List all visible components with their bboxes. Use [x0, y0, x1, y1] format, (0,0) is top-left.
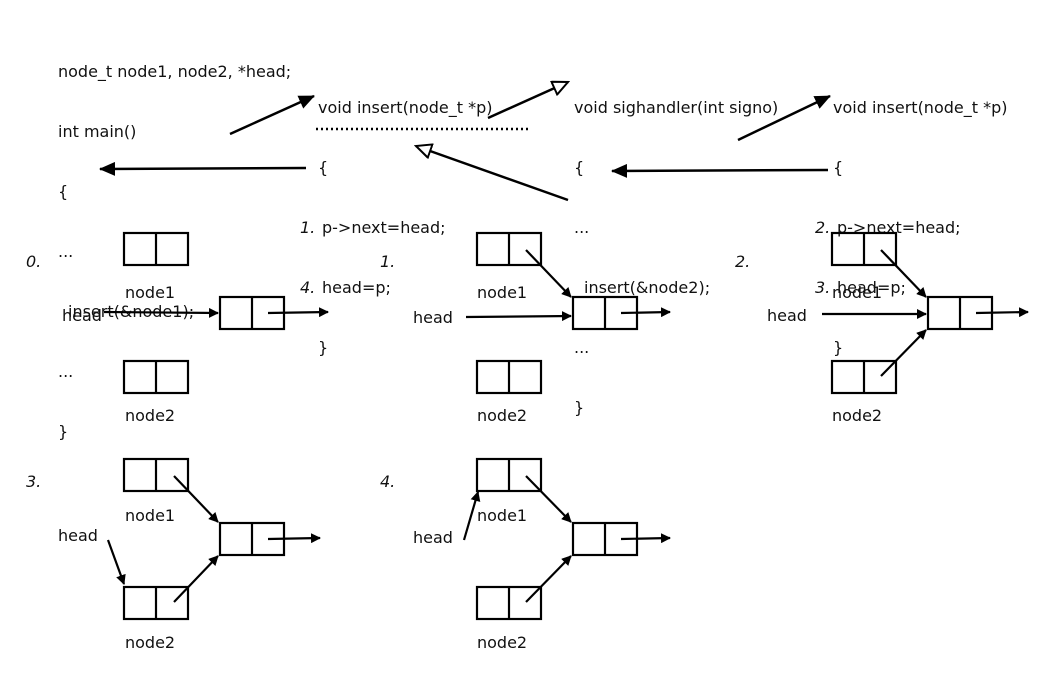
signal-arrow-to-handler — [487, 82, 568, 120]
list-next-arrow — [975, 307, 1029, 318]
step-marker-4: 4. — [300, 278, 316, 297]
list-next-arrow — [267, 307, 329, 318]
list-next-arrow — [620, 533, 671, 544]
panel-2 — [822, 231, 1029, 395]
head-label: head — [62, 306, 102, 325]
step-marker-1: 1. — [300, 218, 316, 237]
head-pointer-arrow — [103, 307, 219, 318]
main-code-block: node_t node1, node2, *head; int main() {… — [58, 22, 291, 482]
head-pointer-arrow — [465, 311, 572, 322]
main-close-brace: } — [58, 422, 69, 441]
insert-a-open-brace: { — [318, 158, 329, 177]
panel-4 — [462, 457, 671, 621]
head-label: head — [767, 306, 807, 325]
node2-next-arrow — [525, 555, 572, 603]
handler-insert-call: insert(&node2); — [584, 278, 711, 297]
head-label: head — [413, 528, 453, 547]
insert-b-sig: void insert(node_t *p) — [833, 98, 1008, 117]
node2-label: node2 — [125, 633, 176, 652]
node2-next-arrow — [880, 329, 927, 377]
insert-b-line2: 3.head=p; — [815, 278, 906, 297]
node2-label: node2 — [477, 406, 528, 425]
panel-3 — [106, 457, 321, 621]
node1-label: node1 — [477, 283, 528, 302]
return-arrow-insert-to-main — [99, 161, 307, 176]
node1-next-arrow — [525, 475, 572, 523]
list-next-arrow — [620, 307, 671, 318]
insert-b-open-brace: { — [833, 158, 844, 177]
node1-label: node1 — [832, 283, 883, 302]
node1-next-arrow — [880, 249, 927, 298]
main-dots-2: ... — [58, 362, 74, 381]
node1-label: node1 — [125, 506, 176, 525]
node2-label: node2 — [125, 406, 176, 425]
call-arrow-handler-to-insert — [737, 94, 831, 142]
node2-label: node2 — [477, 633, 528, 652]
head-label: head — [58, 526, 98, 545]
handler-dots-2: ... — [574, 338, 590, 357]
insert-a-sig: void insert(node_t *p) — [318, 98, 493, 117]
list-next-arrow — [267, 533, 321, 544]
node2-next-arrow — [173, 555, 219, 603]
step-label-3: 3. — [26, 472, 42, 491]
step-label-1: 1. — [380, 252, 396, 271]
main-sig: int main() — [58, 122, 137, 141]
insert-a-close-brace: } — [318, 338, 329, 357]
insert-a-code-block: void insert(node_t *p) { 1.p->next=head;… — [300, 58, 493, 398]
head-pointer-arrow — [106, 539, 126, 585]
head-pointer-arrow — [462, 491, 481, 541]
handler-open-brace: { — [574, 158, 585, 177]
handler-sig: void sighandler(int signo) — [574, 98, 779, 117]
head-label: head — [413, 308, 453, 327]
panel-1 — [465, 231, 671, 395]
handler-dots-1: ... — [574, 218, 590, 237]
step-label-2: 2. — [735, 252, 751, 271]
main-open-brace: { — [58, 182, 69, 201]
panel-0 — [103, 231, 329, 395]
step-label-0: 0. — [26, 252, 42, 271]
node1-next-arrow — [173, 475, 219, 523]
return-arrow-handler-to-insert — [416, 146, 569, 202]
insert-a-line2: 4.head=p; — [300, 278, 391, 297]
handler-close-brace: } — [574, 398, 585, 417]
step-marker-2: 2. — [815, 218, 831, 237]
node2-label: node2 — [832, 406, 883, 425]
step-marker-3: 3. — [815, 278, 831, 297]
insert-a-line1: 1.p->next=head; — [300, 218, 446, 237]
call-arrow-main-to-insert — [229, 94, 315, 136]
insert-b-close-brace: } — [833, 338, 844, 357]
node1-label: node1 — [125, 283, 176, 302]
main-dots-1: ... — [58, 242, 74, 261]
return-arrow-insert-to-handler — [611, 163, 829, 178]
node1-next-arrow — [525, 249, 572, 298]
handler-code-block: void sighandler(int signo) { ... insert(… — [574, 58, 778, 458]
node1-label: node1 — [477, 506, 528, 525]
main-decl: node_t node1, node2, *head; — [58, 62, 292, 81]
step-label-4: 4. — [380, 472, 396, 491]
